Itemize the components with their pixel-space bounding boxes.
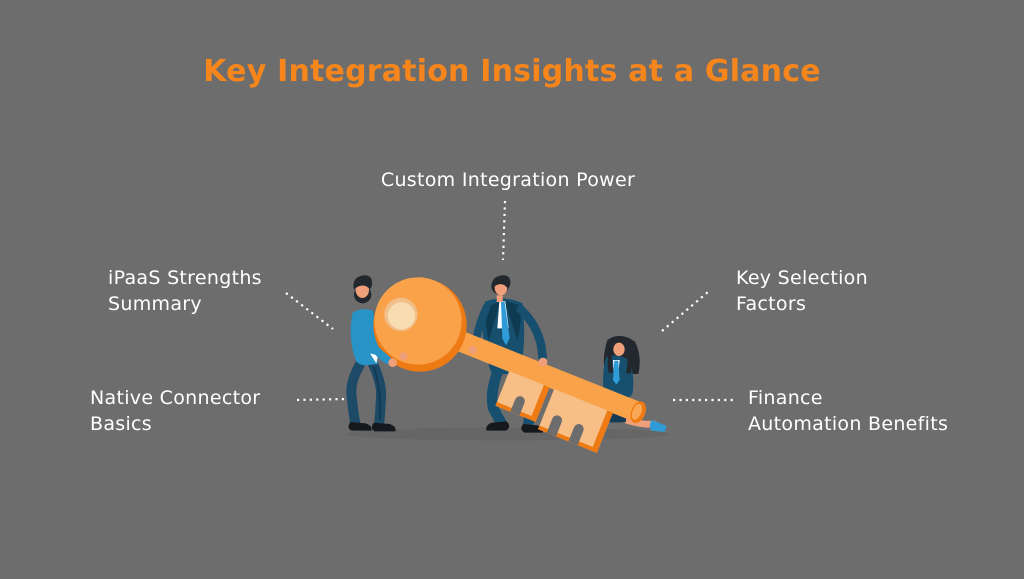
hair: [492, 275, 511, 289]
shirt-white: [370, 353, 378, 364]
shoe: [371, 422, 396, 432]
giant-key: [373, 277, 646, 453]
label-ipaas-strengths-summary: iPaaS Strengths Summary: [108, 267, 262, 315]
key-head: [373, 277, 467, 372]
high-heel: [649, 420, 667, 432]
hand: [388, 358, 397, 367]
hand: [399, 352, 408, 361]
label-finance-automation-benefits: Finance Automation Benefits: [748, 387, 949, 435]
label-native-connector-basics: Native Connector Basics: [90, 387, 261, 435]
label-key-selection-factors: Key Selection Factors: [736, 267, 868, 315]
tie: [501, 302, 510, 346]
hair-strand: [626, 344, 632, 374]
page-title: Key Integration Insights at a Glance: [203, 54, 821, 89]
label-custom-integration-power: Custom Integration Power: [380, 169, 636, 191]
arm-front-middle-man: [516, 305, 547, 362]
hands-over-key: [353, 305, 548, 367]
hair: [353, 275, 373, 290]
key-shaft: [440, 325, 643, 422]
tie: [613, 360, 620, 385]
giant-key-illustration: [345, 275, 669, 453]
arm: [603, 360, 617, 396]
hand: [468, 346, 477, 354]
key-teeth: [495, 371, 613, 453]
arm-front-left-man: [353, 322, 392, 364]
shoe: [348, 422, 372, 431]
hand: [538, 357, 548, 367]
neck: [496, 295, 503, 302]
hair-strand: [607, 344, 614, 373]
connector-left-lower: [296, 397, 348, 402]
key-end-cap: [630, 401, 646, 424]
face: [613, 342, 625, 356]
shoe: [521, 424, 543, 433]
shoe: [486, 421, 510, 431]
hair-top: [610, 336, 630, 350]
